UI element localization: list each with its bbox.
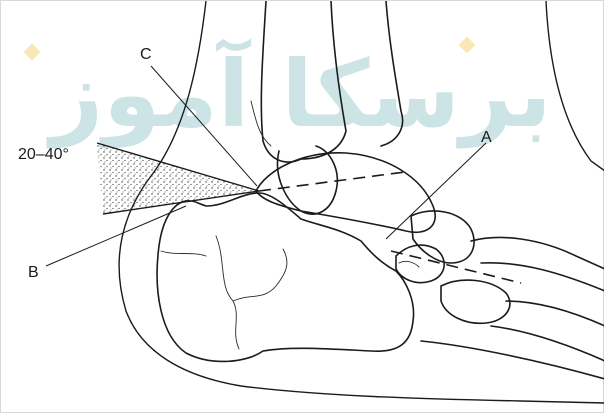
metatarsal-line-3 <box>506 301 604 326</box>
metatarsal-line-1 <box>471 237 604 269</box>
calcaneus-detail-line <box>161 251 206 256</box>
metatarsal-line-5 <box>421 341 604 379</box>
calcaneus <box>157 193 413 361</box>
front-leg-skin-line <box>546 1 604 171</box>
watermark-text: ﺑﺮﺳﮑﺎ ﺁﻣﻮﺯ <box>46 38 551 149</box>
label-a: A <box>481 129 492 146</box>
leader-line-b <box>46 206 186 266</box>
midfoot-bones <box>396 211 604 379</box>
talus-outline <box>256 153 435 232</box>
cuboid-outline <box>396 245 444 283</box>
metatarsal-line-4 <box>491 326 604 361</box>
angle-wedge <box>97 143 259 214</box>
leader-line-a <box>386 143 486 239</box>
cuneiform-outline <box>441 280 510 323</box>
calcaneus-outline <box>157 193 413 361</box>
watermark: ﺑﺮﺳﮑﺎ ﺁﻣﻮﺯ <box>24 37 552 149</box>
metatarsal-line-2 <box>481 263 604 291</box>
sinus-tarsi-detail <box>399 261 419 267</box>
watermark-dot <box>24 44 41 61</box>
label-c: C <box>140 46 152 63</box>
dashed-axis-lower <box>391 251 521 283</box>
label-b: B <box>28 264 39 281</box>
angle-label: 20–40° <box>18 146 69 163</box>
calcaneus-fracture-line <box>216 236 239 349</box>
calcaneus-fracture-branch <box>233 249 287 301</box>
talus <box>256 153 435 232</box>
